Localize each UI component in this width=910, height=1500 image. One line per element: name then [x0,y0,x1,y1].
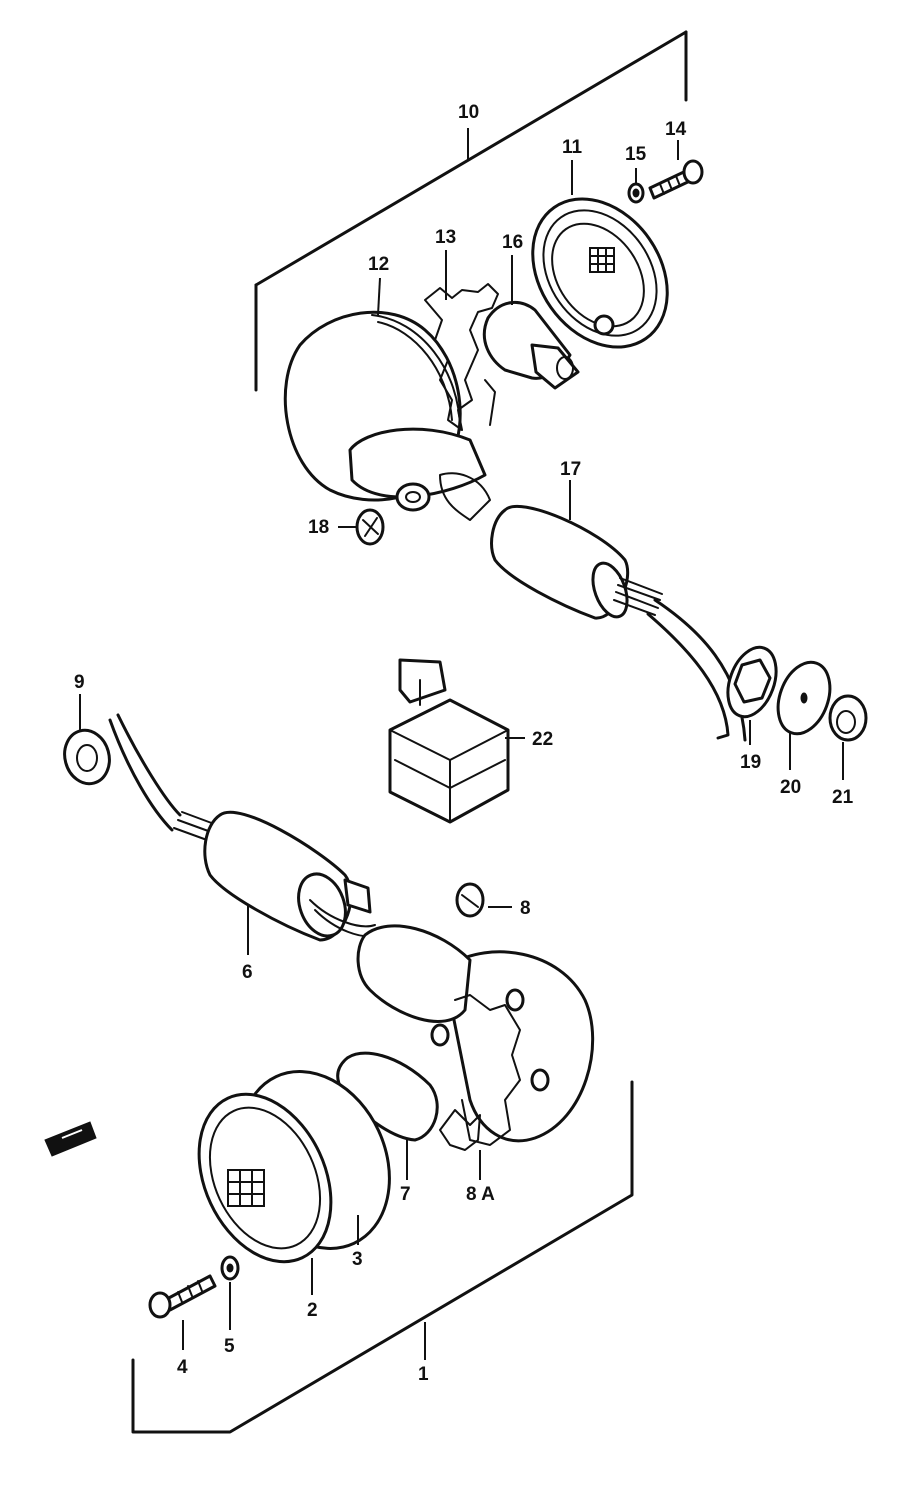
label-21: 21 [832,787,854,808]
label-16: 16 [502,232,523,253]
label-18: 18 [308,517,329,538]
lens-upper [531,197,669,349]
label-22: 22 [532,729,553,750]
label-11: 11 [562,137,583,158]
screw-lower [148,1274,217,1350]
label-17: 17 [560,459,581,480]
label-12: 12 [368,254,389,275]
bulb-upper [482,301,580,390]
upper-assembly-bracket [254,30,688,392]
washer-20 [776,660,832,770]
label-14: 14 [665,119,687,140]
nut-plate-19 [726,645,778,745]
washer-lower [220,1255,240,1330]
lens-grid-lower [227,1169,265,1207]
label-8a: 8 A [466,1184,495,1205]
label-15: 15 [625,144,647,165]
label-5: 5 [224,1336,235,1357]
lamp-housing-upper [283,310,491,521]
stem-upper [490,504,747,742]
nut-9 [63,694,111,786]
screw-18 [355,508,385,546]
screw-8 [455,882,512,918]
washer-upper [627,182,645,204]
label-8: 8 [520,898,531,919]
socket-clip-upper [424,283,499,431]
lens-lower [197,1092,333,1295]
label-6: 6 [242,962,253,983]
label-10: 10 [458,102,479,123]
nut-21 [828,694,868,780]
flasher-relay-22 [388,658,525,824]
lens-grid-upper [589,247,615,273]
label-3: 3 [352,1249,363,1270]
label-20: 20 [780,777,801,798]
lower-assembly-bracket [131,1080,634,1434]
label-1: 1 [418,1364,429,1385]
screw-upper [648,159,704,200]
label-7: 7 [400,1184,411,1205]
socket-clip-lower [439,1109,481,1180]
label-4: 4 [177,1357,188,1378]
stem-lower [108,713,379,955]
lamp-housing-lower [356,924,595,1146]
label-9: 9 [74,672,85,693]
label-13: 13 [435,227,456,248]
front-direction-arrow-icon [44,1121,97,1157]
label-19: 19 [740,752,761,773]
label-2: 2 [307,1300,318,1321]
